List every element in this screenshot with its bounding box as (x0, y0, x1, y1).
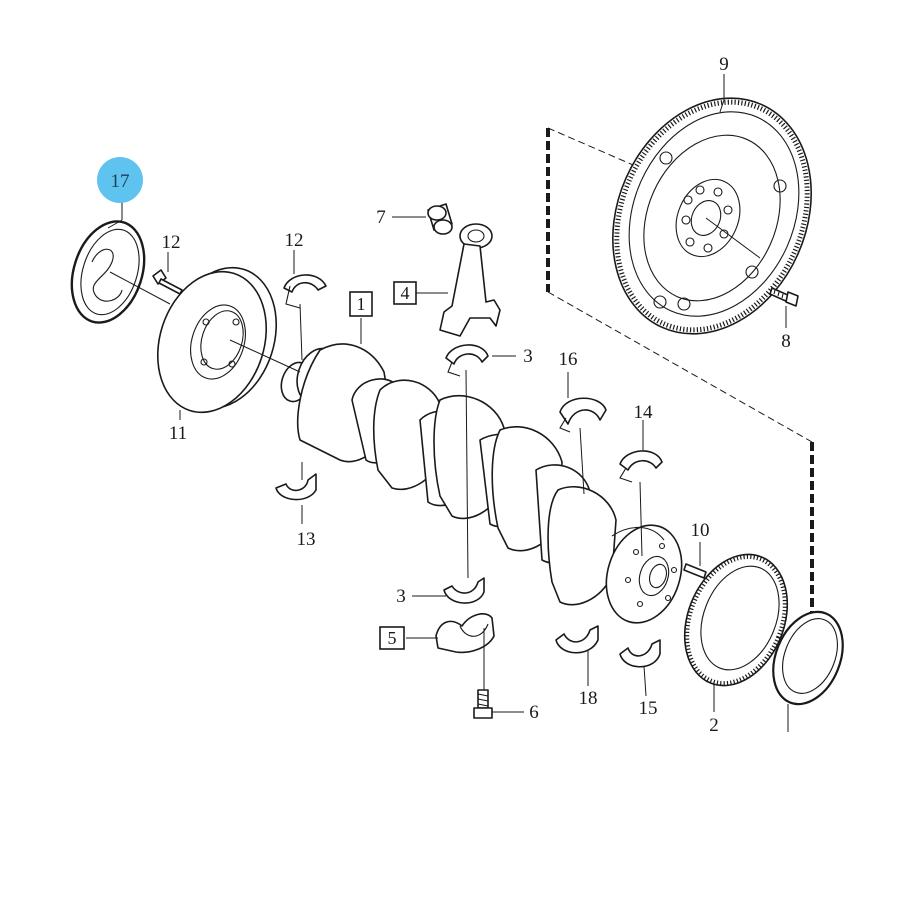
bushing-part-6[interactable] (427, 203, 453, 235)
rod-bearing-part-3-lower[interactable] (443, 577, 485, 604)
connecting-rod-part-4-upper[interactable] (439, 223, 501, 337)
rear-seal-part-18[interactable] (760, 602, 855, 715)
callout-label-12-upper[interactable]: 12 (285, 230, 304, 251)
callout-label-9[interactable]: 10 (691, 520, 710, 541)
callout-1[interactable]: 1 (349, 291, 373, 317)
callout-label-10[interactable]: 11 (169, 423, 187, 444)
main-bearing-shell-part-12-upper[interactable] (283, 274, 327, 309)
callout-label-3-upper[interactable]: 3 (523, 346, 533, 367)
bearing-shell-part-13[interactable] (619, 450, 663, 483)
flywheel-bolt-part-7[interactable] (769, 287, 799, 307)
callout-labels: 2 3 3 6 7 8 9 10 11 12 12 13 14 15 16 18 (162, 54, 791, 736)
callout-label-1: 1 (357, 294, 366, 314)
crank-seal-part-17[interactable] (60, 212, 157, 332)
callout-label-13[interactable]: 14 (634, 402, 654, 423)
rod-bolt-part-5[interactable] (473, 689, 493, 719)
callout-label-4: 5 (388, 628, 397, 648)
rod-cap-part-4-lower[interactable] (435, 613, 495, 654)
bearing-shell-part-16[interactable] (555, 625, 599, 654)
callout-label-8[interactable]: 9 (719, 54, 729, 75)
callout-label-17: 17 (111, 171, 130, 192)
callout-4-upper[interactable]: 4 (393, 281, 417, 305)
callout-label-11[interactable]: 12 (162, 232, 181, 253)
callout-label-12-lower[interactable]: 13 (297, 529, 316, 550)
flywheel-part-8[interactable] (577, 66, 848, 365)
thrust-bearing-part-15[interactable] (559, 397, 607, 433)
ring-gear-part-2[interactable] (666, 539, 806, 701)
callout-box (349, 291, 373, 317)
callout-4-lower[interactable]: 5 (379, 626, 405, 650)
bearing-shell-part-14[interactable] (619, 639, 661, 668)
callout-label-14[interactable]: 15 (639, 698, 658, 719)
main-bearing-shell-part-12-lower[interactable] (275, 473, 317, 501)
crankshaft-part-1[interactable] (277, 343, 694, 632)
highlight-circle (97, 157, 143, 203)
callout-box (379, 626, 405, 650)
callout-label-16[interactable]: 18 (579, 688, 598, 709)
callout-label-5[interactable]: 6 (529, 702, 539, 723)
callout-label-4: 4 (401, 283, 410, 303)
callout-box (393, 281, 417, 305)
callout-label-15[interactable]: 16 (559, 349, 578, 370)
dowel-pin-part-9[interactable] (683, 563, 707, 579)
callout-label-7[interactable]: 8 (781, 331, 791, 352)
callout-label-2[interactable]: 2 (709, 715, 719, 736)
callout-label-3-lower[interactable]: 3 (396, 586, 406, 607)
bolt-part-11[interactable] (152, 269, 183, 295)
alignment-lines (546, 127, 814, 660)
callout-label-6[interactable]: 7 (376, 207, 386, 228)
leader-lines (107, 74, 789, 732)
pulley-part-10[interactable] (140, 253, 293, 426)
callout-17-highlighted[interactable]: 17 (97, 157, 143, 203)
rod-bearing-part-3-upper[interactable] (445, 344, 489, 377)
